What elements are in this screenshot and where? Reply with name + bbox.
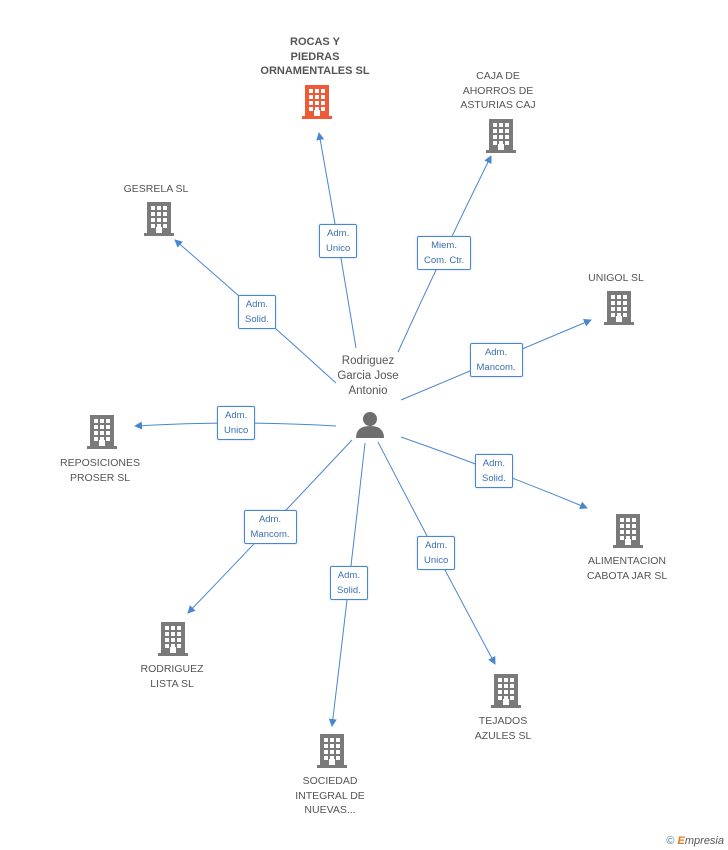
company-label-gesrela[interactable]: GESRELA SL — [101, 182, 211, 197]
company-label-line: PIEDRAS — [290, 50, 340, 63]
company-label-line: ORNAMENTALES SL — [260, 65, 370, 77]
building-icon[interactable] — [613, 514, 643, 548]
building-icon[interactable] — [87, 415, 117, 449]
company-label-caja[interactable]: CAJA DE AHORROS DE ASTURIAS CAJ — [438, 69, 558, 113]
relation-label-line: Adm. — [425, 540, 448, 551]
company-label-rodriguez[interactable]: RODRIGUEZ LISTA SL — [122, 662, 222, 691]
person-label-line: Rodriguez — [341, 355, 395, 367]
relation-badge-rodriguez[interactable]: Adm. Mancom. — [243, 510, 297, 544]
company-label-line: NUEVAS... — [304, 804, 356, 816]
relation-label-line: Adm. — [484, 347, 508, 358]
building-icon[interactable] — [144, 202, 174, 236]
relation-label-line: Adm. — [258, 514, 282, 525]
relation-label-line: Adm. — [337, 570, 360, 581]
company-label-rocas[interactable]: ROCAS Y PIEDRAS ORNAMENTALES SL — [245, 35, 385, 79]
relation-label-line: Adm. — [225, 410, 248, 421]
footer-brand[interactable]: © Empresia — [666, 835, 724, 847]
brand-name: mpresia — [684, 835, 724, 847]
brand-initial: E — [677, 835, 685, 847]
relation-label-line: Miem. — [431, 240, 457, 251]
relation-label-line: Unico — [224, 425, 249, 436]
company-label-line: ASTURIAS CAJ — [460, 99, 536, 111]
relation-badge-alimentacion[interactable]: Adm. Solid. — [475, 454, 513, 488]
relation-badge-reposiciones[interactable]: Adm. Unico — [217, 406, 256, 440]
company-label-alimentacion[interactable]: ALIMENTACION CABOTA JAR SL — [572, 554, 682, 583]
relation-label-line: Mancom. — [476, 362, 516, 373]
company-label-line: RODRIGUEZ — [140, 663, 204, 675]
relation-badge-unigol[interactable]: Adm. Mancom. — [469, 343, 523, 377]
relation-label-line: Mancom. — [250, 529, 290, 540]
company-label-line: CAJA DE — [476, 70, 520, 82]
relation-label-line: Com. Ctr. — [424, 255, 465, 266]
relation-label-line: Unico — [326, 243, 351, 254]
relation-label-line: Adm. — [482, 458, 505, 469]
company-label-line: PROSER SL — [69, 471, 131, 484]
company-label-line: INTEGRAL DE — [295, 789, 365, 802]
company-label-line: SOCIEDAD — [302, 775, 358, 787]
relation-label-line: Solid. — [482, 473, 506, 484]
relation-label-line: Solid. — [337, 585, 361, 596]
relation-label-line: Solid. — [245, 314, 269, 325]
company-label-line: TEJADOS — [478, 715, 528, 727]
company-label-line: ALIMENTACION — [588, 555, 666, 567]
relation-badge-caja[interactable]: Miem. Com. Ctr. — [417, 236, 472, 270]
company-label-line: GESRELA SL — [123, 183, 189, 195]
company-label-unigol[interactable]: UNIGOL SL — [566, 271, 666, 286]
person-label-line: Garcia Jose — [337, 370, 399, 382]
building-icon[interactable] — [158, 622, 188, 656]
building-icon[interactable] — [491, 674, 521, 708]
company-label-sociedad[interactable]: SOCIEDAD INTEGRAL DE NUEVAS... — [275, 774, 385, 818]
company-label-line: UNIGOL SL — [588, 272, 644, 284]
company-label-reposiciones[interactable]: REPOSICIONES PROSER SL — [45, 456, 155, 485]
relation-badge-tejados[interactable]: Adm. Unico — [417, 536, 456, 570]
company-label-line: ROCAS Y — [290, 36, 340, 48]
person-label-line: Antonio — [348, 385, 388, 397]
relation-label-line: Adm. — [245, 299, 268, 310]
company-label-tejados[interactable]: TEJADOS AZULES SL — [453, 714, 553, 743]
company-label-line: REPOSICIONES — [60, 457, 140, 469]
copyright-symbol: © — [666, 835, 675, 847]
building-icon[interactable] — [302, 85, 332, 119]
building-icon[interactable] — [317, 734, 347, 768]
relation-badge-rocas[interactable]: Adm. Unico — [319, 224, 358, 258]
relation-badge-gesrela[interactable]: Adm. Solid. — [238, 295, 276, 329]
company-label-line: AZULES SL — [474, 729, 532, 742]
company-label-line: CABOTA JAR SL — [586, 569, 668, 582]
building-icon[interactable] — [486, 119, 516, 153]
company-label-line: AHORROS DE — [462, 84, 534, 97]
relation-label-line: Unico — [424, 555, 449, 566]
relation-badge-sociedad[interactable]: Adm. Solid. — [330, 566, 368, 600]
relation-label-line: Adm. — [327, 228, 350, 239]
company-label-line: LISTA SL — [150, 677, 194, 690]
building-icon[interactable] — [604, 291, 634, 325]
person-icon[interactable] — [356, 412, 384, 438]
